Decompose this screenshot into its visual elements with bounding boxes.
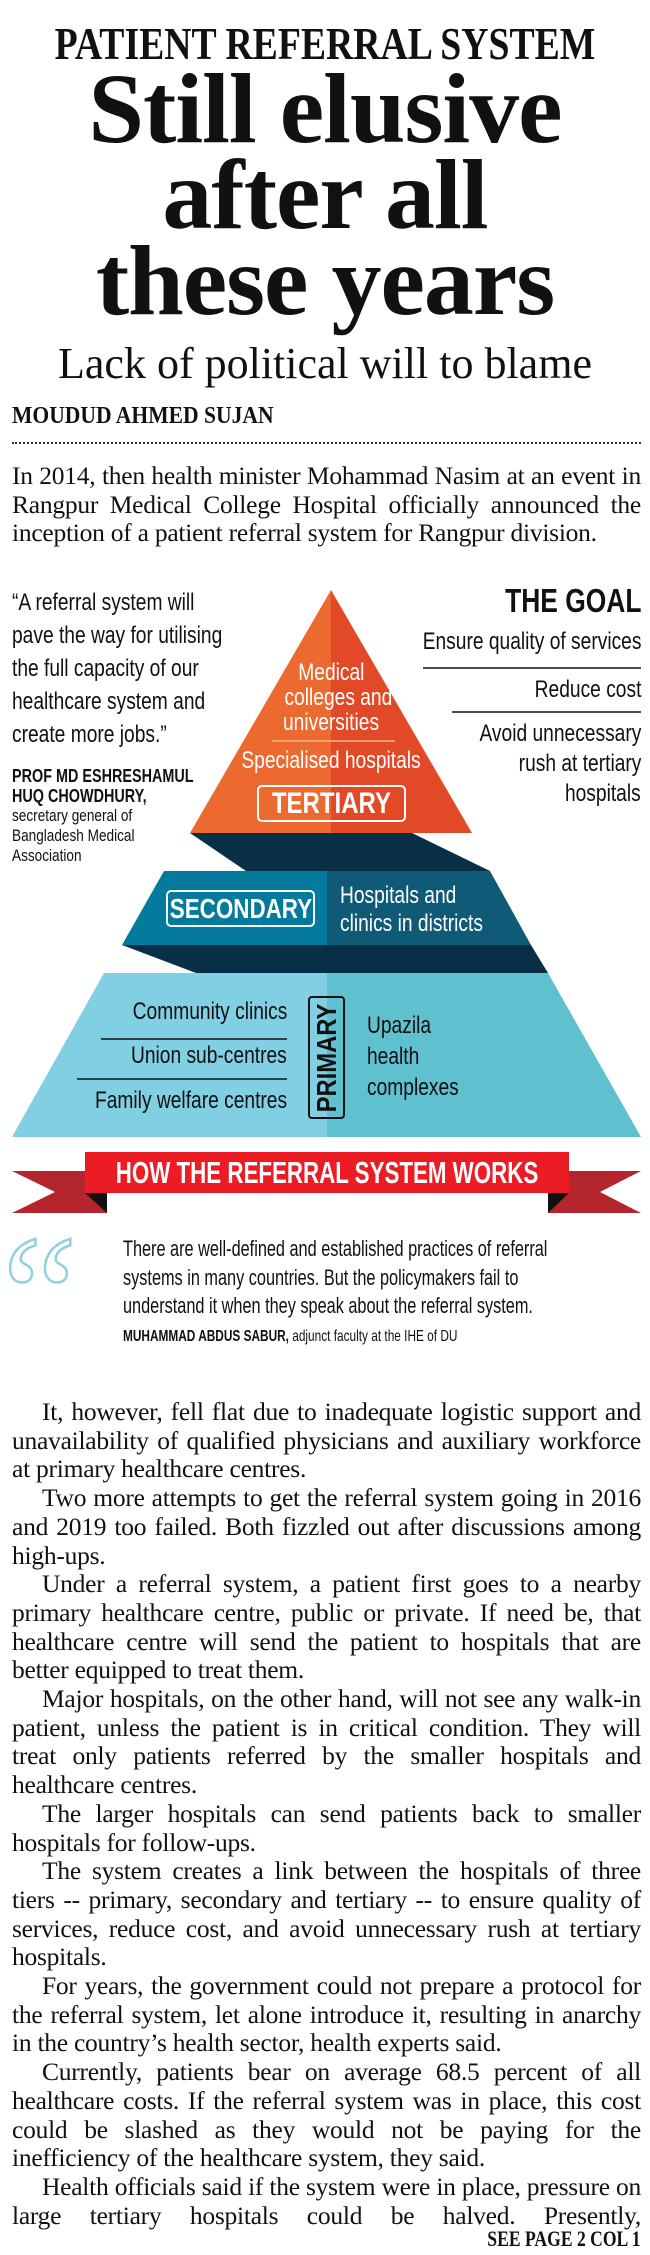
intro-paragraph: In 2014, then health minister Mohammad N… xyxy=(12,461,641,548)
tertiary-item: Specialised hospitals xyxy=(241,747,421,774)
quote-author: HUQ CHOWDHURY, xyxy=(12,786,147,806)
goal-title: THE GOAL xyxy=(504,582,641,619)
goal-item-line: Avoid unnecessary xyxy=(479,720,641,747)
primary-label: PRIMARY xyxy=(308,996,345,1119)
body-paragraph: Health officials said if the system were… xyxy=(12,2171,641,2230)
tertiary-item-line: universities xyxy=(283,709,380,736)
goal-item-line: rush at tertiary xyxy=(518,750,641,777)
primary-label-text: PRIMARY xyxy=(310,1003,342,1112)
body-paragraph: It, however, fell flat due to inadequate… xyxy=(12,1397,641,1484)
pull-quote-line: There are well-defined and established p… xyxy=(123,1236,548,1261)
pull-quote-author: MUHAMMAD ABDUS SABUR, xyxy=(123,1327,289,1345)
pull-quote-line: systems in many countries. But the polic… xyxy=(123,1264,519,1290)
quote-author: PROF MD ESHRESHAMUL xyxy=(12,766,194,786)
quote-author-role: Association xyxy=(12,846,82,865)
secondary-label: SECONDARY xyxy=(166,890,315,927)
primary-desc: Upazila health complexes xyxy=(367,1010,482,1103)
body-paragraph: For years, the government could not prep… xyxy=(12,1971,641,2058)
tertiary-item-line: Medical xyxy=(297,659,365,686)
goal-item: Ensure quality of services xyxy=(422,628,641,655)
secondary-desc-line: clinics in districts xyxy=(340,910,483,937)
banner-body xyxy=(85,1152,569,1193)
shadow-band-1 xyxy=(190,833,490,871)
dotted-divider xyxy=(12,442,641,444)
banner-fold-right xyxy=(548,1193,569,1213)
primary-desc-line: health xyxy=(367,1043,420,1070)
primary-item: Community clinics xyxy=(132,998,287,1025)
banner-fold-left xyxy=(85,1193,107,1213)
kicker: PATIENT REFERRAL SYSTEM xyxy=(54,18,596,69)
goal-item: Avoid unnecessary rush at tertiary hospi… xyxy=(439,719,641,809)
primary-item: Union sub-centres xyxy=(131,1042,287,1069)
body-paragraph: Currently, patients bear on average 68.5… xyxy=(12,2057,641,2173)
byline: MOUDUD AHMED SUJAN xyxy=(12,403,274,429)
headline-line: Still elusive xyxy=(88,53,562,164)
article-body: It, however, fell flat due to inadequate… xyxy=(12,1397,641,2230)
shadow-band-2 xyxy=(122,945,548,973)
quote-author-role: Bangladesh Medical xyxy=(12,826,135,845)
secondary-desc-line: Hospitals and xyxy=(340,882,457,909)
goal-item: Reduce cost xyxy=(534,676,641,703)
pull-quote-line: understand it when they speak about the … xyxy=(123,1293,533,1318)
quote-line: create more jobs.” xyxy=(12,721,167,748)
banner-title: HOW THE REFERRAL SYSTEM WORKS xyxy=(115,1155,539,1190)
pull-quote-author-role: adjunct faculty at the IHE of DU xyxy=(288,1327,458,1345)
body-paragraph: Major hospitals, on the other hand, will… xyxy=(12,1684,641,1800)
body-paragraph: Two more attempts to get the referral sy… xyxy=(12,1483,641,1570)
tertiary-items: Medical colleges and universities xyxy=(271,659,393,736)
headline-line: after all xyxy=(162,139,488,250)
primary-item: Family welfare centres xyxy=(94,1087,287,1114)
pull-quote: There are well-defined and established p… xyxy=(123,1235,650,1349)
quote-line: pave the way for utilising xyxy=(12,622,223,649)
tertiary-item-line: colleges and xyxy=(284,684,393,711)
quote-line: healthcare system and xyxy=(12,688,206,715)
body-paragraph: The system creates a link between the ho… xyxy=(12,1856,641,1972)
headline: Still elusive after all these years xyxy=(0,53,650,336)
tertiary-right xyxy=(331,590,472,833)
tertiary-label: TERTIARY xyxy=(257,785,406,822)
body-paragraph: Under a referral system, a patient first… xyxy=(12,1569,641,1685)
pull-quote-left: “A referral system will pave the way for… xyxy=(12,586,275,751)
tertiary-left xyxy=(190,590,331,833)
quote-attribution: PROF MD ESHRESHAMUL HUQ CHOWDHURY, secre… xyxy=(12,766,239,866)
primary-desc-line: complexes xyxy=(367,1074,459,1101)
deck: Lack of political will to blame xyxy=(58,339,592,388)
banner-tail-right xyxy=(548,1171,641,1213)
intro-text: In 2014, then health minister Mohammad N… xyxy=(12,461,641,548)
quote-line: “A referral system will xyxy=(12,589,195,616)
secondary-desc: Hospitals and clinics in districts xyxy=(340,882,519,938)
tertiary-label-text: TERTIARY xyxy=(271,786,392,820)
primary-left xyxy=(12,973,327,1137)
secondary-label-text: SECONDARY xyxy=(169,892,312,924)
primary-desc-line: Upazila xyxy=(367,1012,432,1039)
headline-line: these years xyxy=(95,225,555,336)
quote-line: the full capacity of our xyxy=(12,655,199,682)
quote-author-role: secretary general of xyxy=(12,806,133,825)
jump-line-link[interactable]: SEE PAGE 2 COL 1 xyxy=(487,2226,641,2251)
goal-item-line: hospitals xyxy=(565,780,641,807)
quote-mark-icon: “ xyxy=(2,1201,77,1389)
banner-tail-left xyxy=(12,1171,107,1213)
secondary-right xyxy=(327,871,531,945)
pull-quote-attribution: MUHAMMAD ABDUS SABUR, adjunct faculty at… xyxy=(123,1325,457,1349)
primary-right xyxy=(327,973,641,1137)
body-paragraph: The larger hospitals can send patients b… xyxy=(12,1798,641,1857)
